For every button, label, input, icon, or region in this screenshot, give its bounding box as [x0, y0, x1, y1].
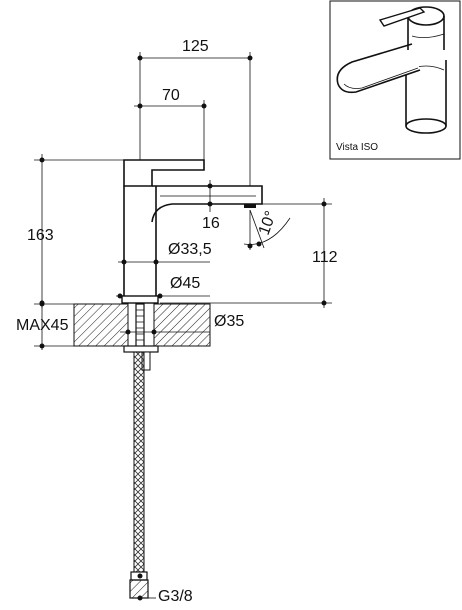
dimension-label-d35: Ø35 — [214, 313, 244, 330]
iso-view-panel: Vista ISO — [329, 0, 461, 160]
dimension-d33-5: Ø33,5 — [118, 241, 212, 265]
dimension-max45: MAX45 — [16, 300, 69, 350]
dimension-112: 112 — [160, 198, 338, 308]
dimension-label-d33-5: Ø33,5 — [168, 241, 212, 258]
iso-faucet-illustration — [336, 6, 447, 134]
dimension-label-163: 163 — [27, 227, 54, 244]
dimension-label-70: 70 — [162, 87, 180, 104]
dimension-d45: Ø45 — [116, 275, 210, 299]
dimension-16: 16 — [202, 180, 220, 232]
dimension-label-g3-8: G3/8 — [158, 588, 193, 605]
dimension-label-16: 16 — [202, 215, 220, 232]
dimension-label-112: 112 — [312, 249, 338, 266]
dimension-label-max45: MAX45 — [16, 317, 69, 334]
countertop-section — [34, 303, 211, 347]
flexible-hose: G3/8 — [129, 351, 193, 605]
faucet-side-view — [121, 159, 263, 304]
dimension-125: 125 — [137, 38, 253, 186]
dimension-label-125: 125 — [182, 38, 209, 55]
dimension-163: 163 — [27, 154, 130, 308]
dimension-d35: Ø35 — [120, 313, 244, 335]
dimension-70: 70 — [134, 87, 207, 160]
dimension-angle-10: 10° — [243, 209, 291, 250]
iso-caption: Vista ISO — [336, 142, 378, 153]
dimension-label-d45: Ø45 — [170, 275, 200, 292]
dimension-label-angle: 10° — [256, 209, 280, 238]
mounting-shank — [123, 303, 159, 371]
